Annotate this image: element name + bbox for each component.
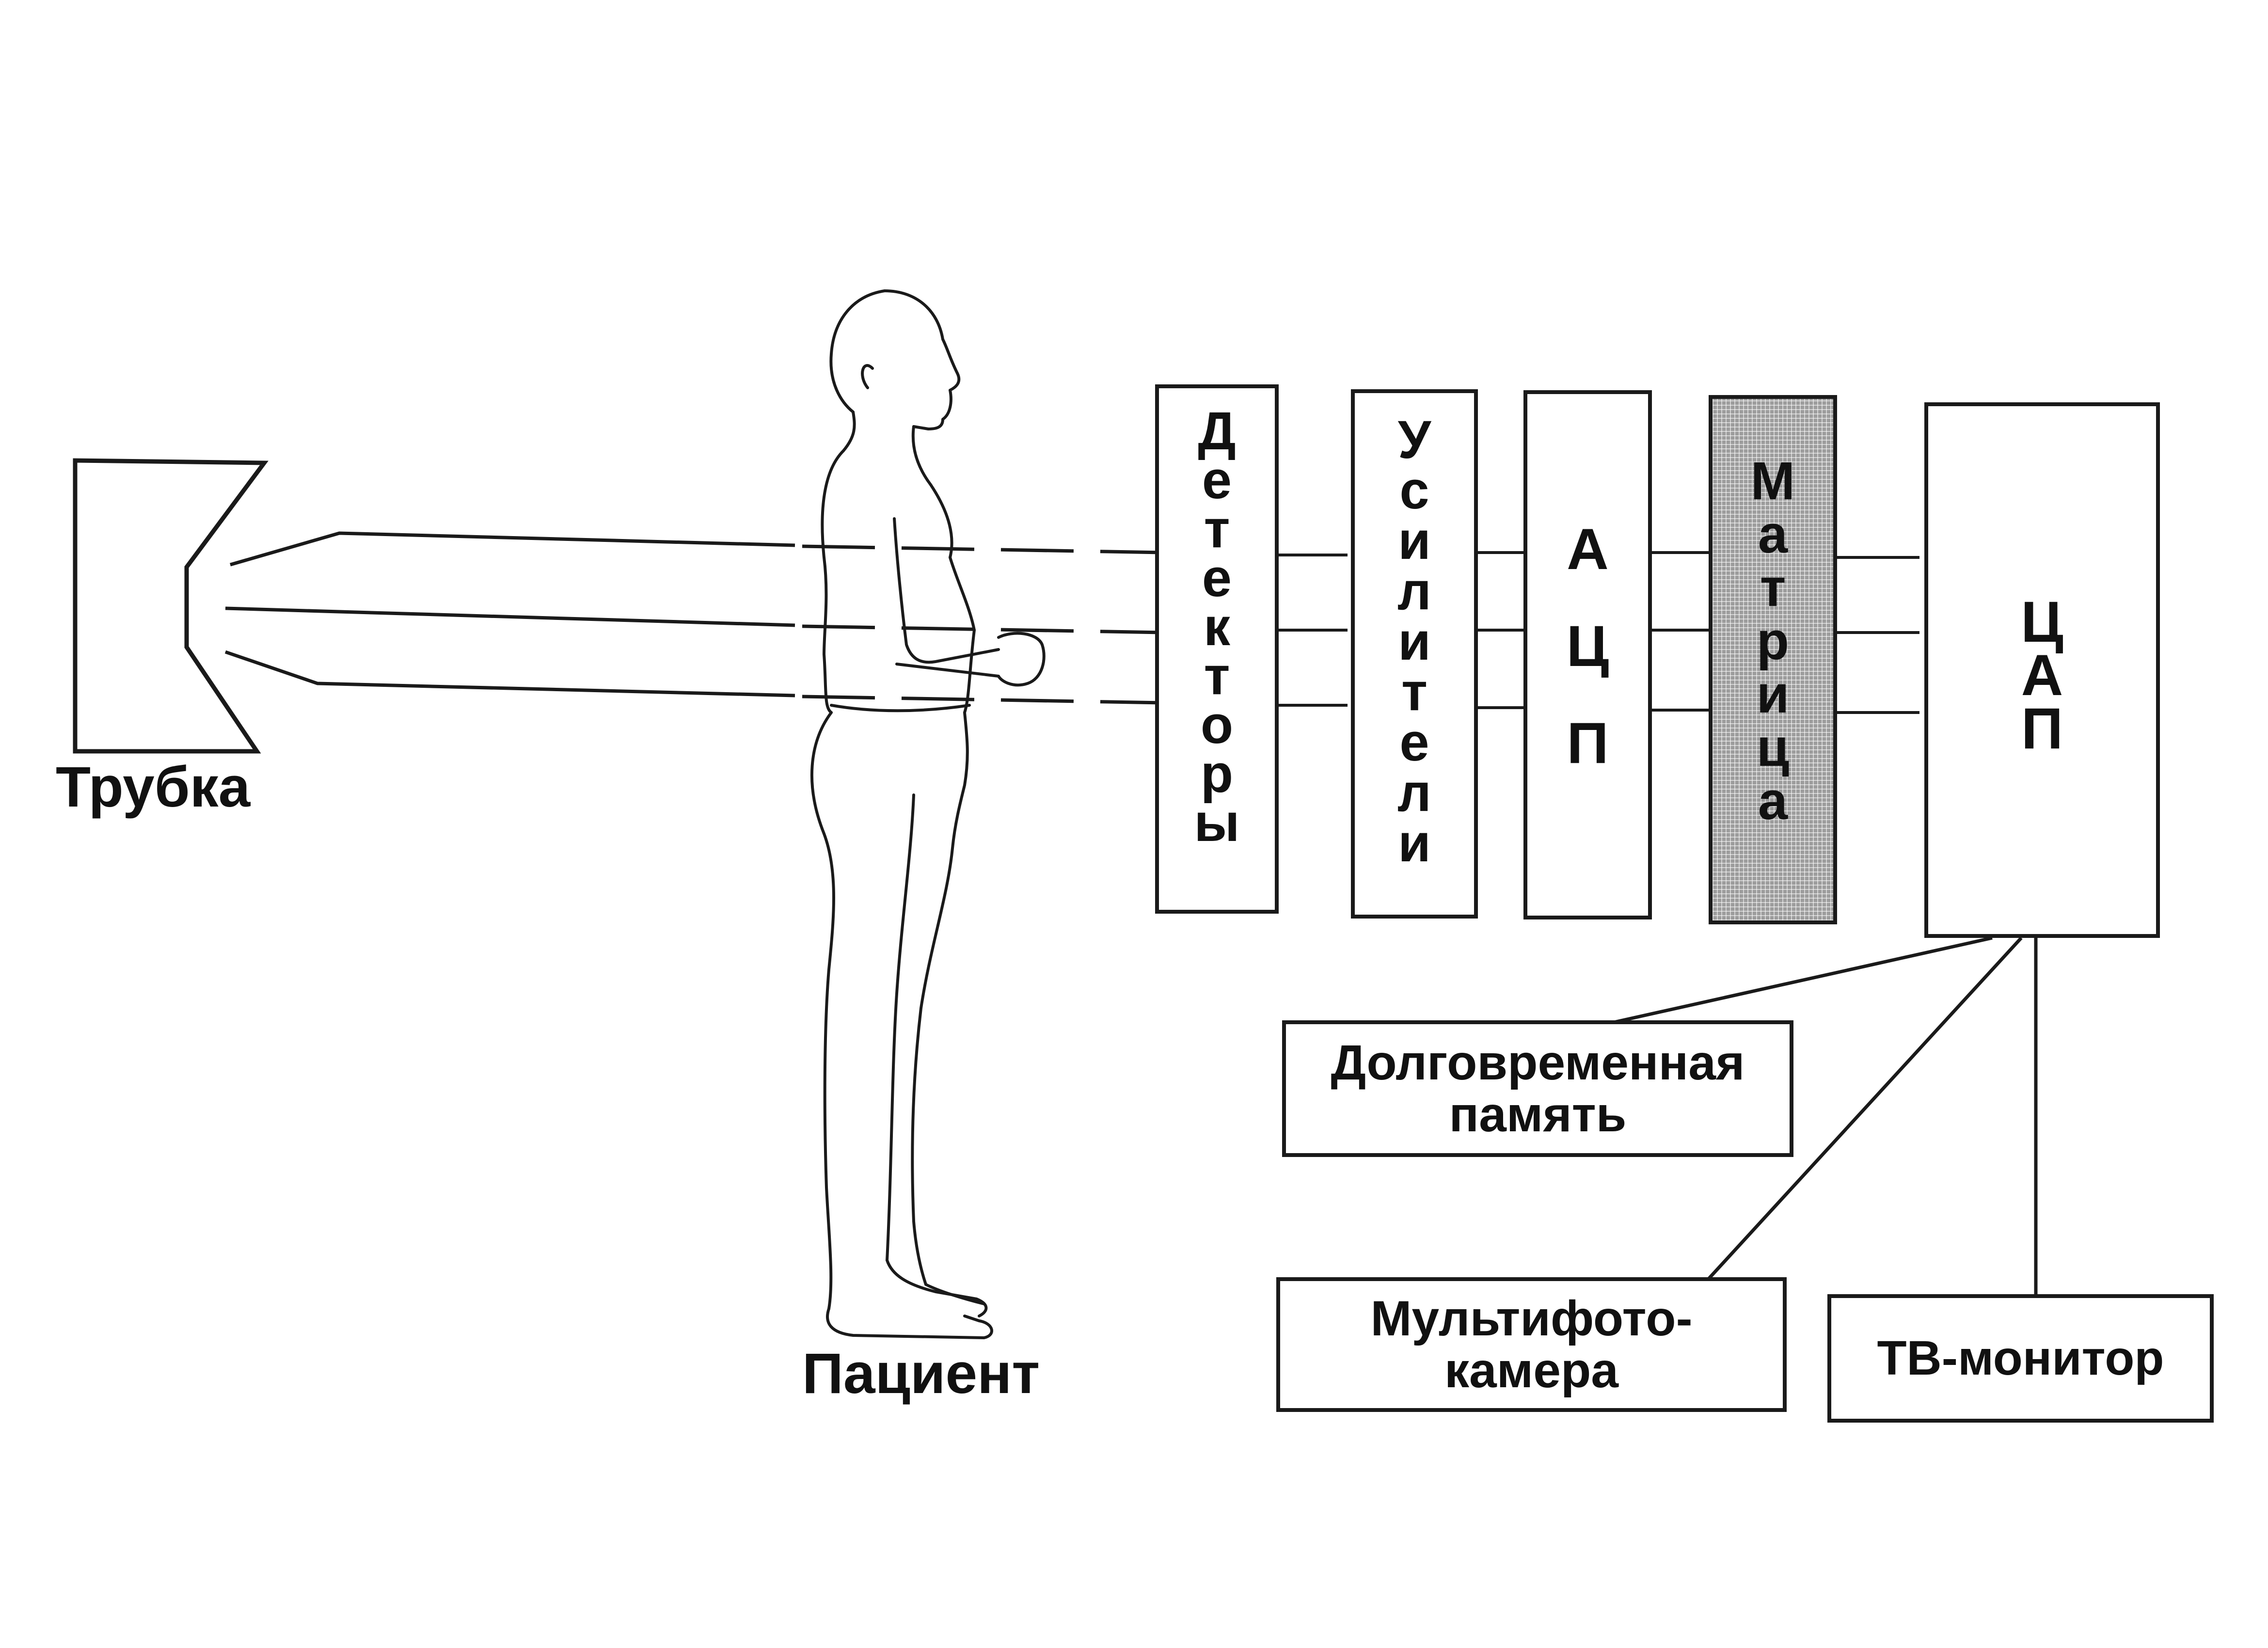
long-term-memory-label: Долговременная память (1331, 1034, 1745, 1142)
tv-monitor-label: ТВ-монитор (1877, 1331, 2164, 1385)
patient-figure (810, 289, 1046, 1339)
dac-box: Ц А П (1924, 402, 2160, 938)
tube-label: Трубка (56, 755, 251, 819)
matrix-label: М а т р и ц а (1750, 451, 1795, 831)
patient-label: Пациент (802, 1342, 1040, 1406)
xray-beams (224, 531, 1164, 705)
detectors-box: Д е т е к т о р ы (1155, 384, 1279, 914)
multiformat-camera-label: Мультифото- камера (1370, 1290, 1693, 1398)
amplifiers-label: У с и л и т е л и (1397, 410, 1431, 873)
long-term-memory-box: Долговременная память (1282, 1020, 1793, 1157)
inter-box-beams (1272, 551, 1919, 714)
output-connectors (1611, 936, 2038, 1299)
multiformat-camera-box: Мультифото- камера (1276, 1277, 1787, 1412)
adc-label: А Ц П (1566, 517, 1609, 776)
adc-box: А Ц П (1523, 390, 1652, 919)
amplifiers-box: У с и л и т е л и (1351, 389, 1478, 919)
dac-label: Ц А П (2021, 589, 2063, 761)
tv-monitor-box: ТВ-монитор (1827, 1294, 2214, 1423)
detectors-label: Д е т е к т о р ы (1194, 401, 1240, 853)
xray-tube-shape (73, 458, 269, 754)
matrix-box: М а т р и ц а (1709, 395, 1837, 924)
